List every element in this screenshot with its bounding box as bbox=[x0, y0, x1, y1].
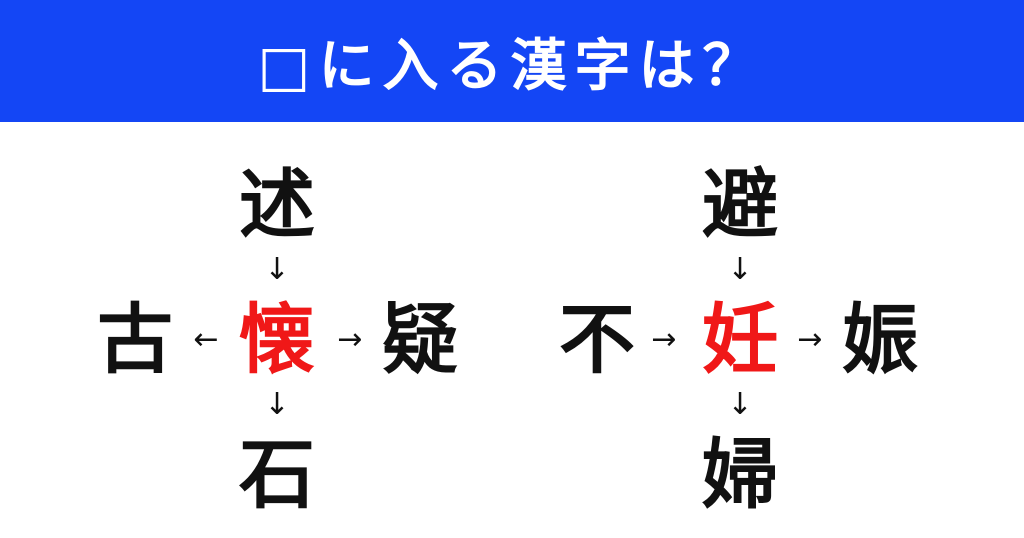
arrow-down-icon: ↓ bbox=[264, 252, 290, 287]
kanji-left: 古 bbox=[97, 295, 173, 384]
kanji-top: 述 bbox=[239, 160, 315, 249]
arrow-right-icon: → bbox=[797, 322, 823, 357]
arrow-right-icon: → bbox=[337, 322, 363, 357]
kanji-bottom: 婦 bbox=[702, 430, 778, 519]
arrow-down-icon: ↓ bbox=[727, 252, 753, 287]
kanji-answer: 懐 bbox=[239, 295, 315, 384]
kanji-right: 娠 bbox=[842, 295, 918, 384]
kanji-answer: 妊 bbox=[702, 295, 778, 384]
kanji-bottom: 石 bbox=[239, 430, 315, 519]
kanji-left: 不 bbox=[559, 295, 635, 384]
arrow-left-icon: ← bbox=[193, 322, 219, 357]
arrow-down-icon: ↓ bbox=[727, 387, 753, 422]
arrow-down-icon: ↓ bbox=[264, 387, 290, 422]
page-title: □に入る漢字は？ bbox=[257, 33, 767, 99]
kanji-top: 避 bbox=[702, 160, 778, 249]
arrow-right-icon: → bbox=[651, 322, 677, 357]
kanji-right: 疑 bbox=[382, 295, 458, 384]
header-banner: □に入る漢字は？ bbox=[0, 0, 1024, 122]
